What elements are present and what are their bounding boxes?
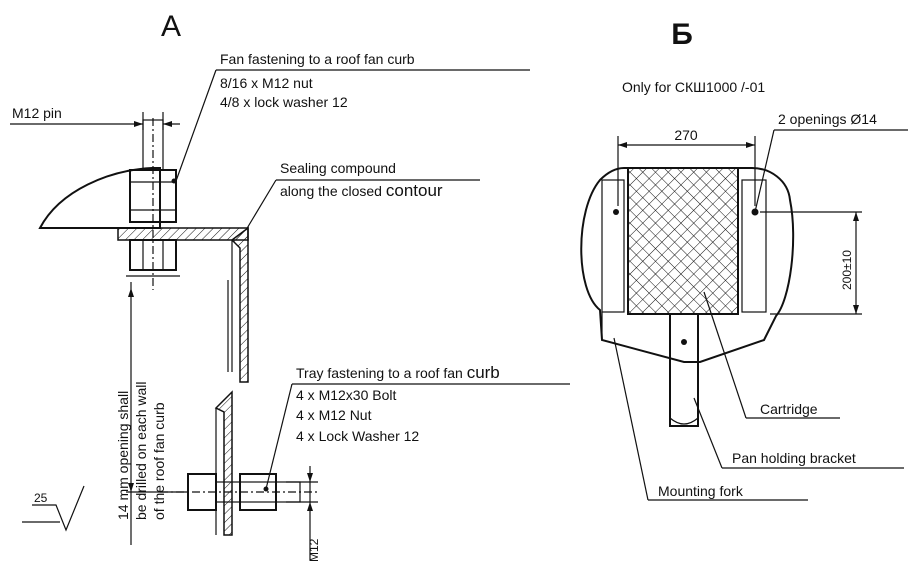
fan-hood: [38, 167, 161, 229]
tray-fastening-line3: 4 x Lock Washer 12: [296, 428, 419, 444]
opening-left: [613, 209, 619, 215]
width-dim: 270: [674, 127, 698, 143]
sealing-line2-emph: contour: [386, 181, 443, 200]
tray-wall: [214, 390, 233, 536]
tray-heading-prefix: Tray fastening to a roof fan: [296, 365, 467, 381]
fan-fastening-line1: 8/16 x M12 nut: [220, 75, 313, 91]
tray-fastening-line1: 4 x M12x30 Bolt: [296, 387, 396, 403]
sealing-line1: Sealing compound: [280, 160, 396, 176]
tray-fastening-heading: Tray fastening to a roof fan curb: [296, 363, 500, 382]
nut-lower: [129, 239, 177, 271]
vertical-note-line3: of the roof fan curb: [151, 402, 167, 520]
roughness-symbol: [32, 485, 85, 532]
pin-label: M12 pin: [12, 105, 62, 121]
pan-holding-bracket: [669, 313, 699, 427]
bracket-hole: [681, 339, 687, 345]
sealing-line2-prefix: along the closed: [280, 183, 386, 199]
roof-flange: [117, 227, 249, 241]
cartridge-label: Cartridge: [760, 401, 818, 417]
view-b: Б Only for СКШ1000 /-01 270 2 openings Ø…: [580, 18, 908, 501]
m12-dim: M12: [307, 538, 321, 562]
vertical-note-line1: 14 mm opening shall: [115, 391, 131, 520]
view-b-title: Б: [671, 18, 693, 51]
angle-label: 25: [34, 491, 48, 505]
view-b-note: Only for СКШ1000 /-01: [622, 79, 765, 95]
fork-label: Mounting fork: [658, 483, 744, 499]
sealing-line2: along the closed contour: [280, 181, 443, 200]
tray-fastening-line2: 4 x M12 Nut: [296, 407, 372, 423]
height-dim: 200±10: [840, 250, 854, 290]
fan-fastening-heading: Fan fastening to a roof fan curb: [220, 51, 415, 67]
openings-label: 2 openings Ø14: [778, 111, 877, 127]
tray-heading-emph: curb: [467, 363, 500, 382]
fan-fastening-line2: 4/8 x lock washer 12: [220, 94, 348, 110]
curb-wall: [230, 226, 249, 383]
cartridge: [627, 167, 739, 315]
view-a-title: А: [161, 10, 181, 43]
bracket-label: Pan holding bracket: [732, 450, 856, 466]
view-a: А M12 pin Fan fastening to a roof fan cu…: [10, 10, 570, 562]
mounting-fork-plate: [601, 179, 625, 313]
vertical-note-line2: be drilled on each wall: [133, 381, 149, 520]
